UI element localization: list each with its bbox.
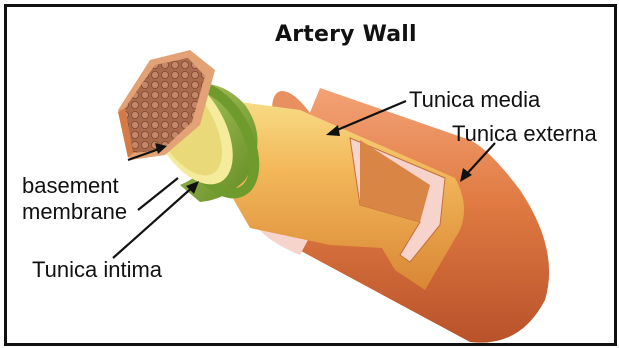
label-tunica-intima: Tunica intima <box>32 257 162 282</box>
label-basement-membrane-line2: membrane <box>22 199 127 224</box>
label-tunica-externa: Tunica externa <box>452 121 597 146</box>
label-tunica-media: Tunica media <box>409 87 540 112</box>
diagram-title: Artery Wall <box>275 22 417 47</box>
label-basement-membrane-line1: basement <box>22 173 119 198</box>
